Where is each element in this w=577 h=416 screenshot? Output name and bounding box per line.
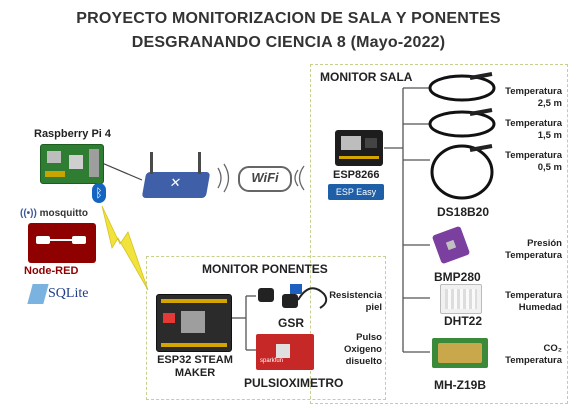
sparkfun-logo: sparkfun — [260, 358, 284, 364]
mosquitto-wave-icon: ((•)) — [20, 208, 37, 219]
monitor-sala-title: MONITOR SALA — [320, 70, 413, 84]
pulsoximeter-label: PULSIOXIMETRO — [244, 376, 344, 390]
raspberry-label: Raspberry Pi 4 — [34, 128, 112, 140]
ds18b20-probe-icon — [428, 110, 496, 138]
ds18b20-label: DS18B20 — [437, 205, 490, 219]
sqlite-label: SQLite — [48, 286, 89, 301]
mosquitto-logo: ((•)) mosquitto — [20, 208, 88, 219]
espeasy-badge: ESP Easy — [328, 184, 384, 200]
esp32-board-icon — [156, 294, 232, 352]
mhz19b-label: MH-Z19B — [434, 378, 487, 392]
router-antenna-icon — [198, 152, 201, 174]
mosquitto-text: mosquitto — [39, 208, 88, 219]
gsr-electrode-icon — [282, 294, 298, 308]
gsr-label: GSR — [278, 316, 305, 330]
monitor-ponentes-title: MONITOR PONENTES — [202, 262, 328, 276]
router-antenna-icon — [150, 152, 153, 174]
mhz19b-sensor-icon — [432, 338, 488, 368]
raspberry-board-icon — [40, 144, 104, 184]
bmp280-label: BMP280 — [434, 270, 481, 284]
monitor-sala-box — [310, 64, 568, 404]
esp8266-label: ESP8266 — [333, 169, 380, 181]
dht22-label: DHT22 — [444, 314, 483, 328]
nodered-logo-icon — [28, 223, 96, 263]
wifi-wave-4 — [298, 165, 305, 191]
dht22-sensor-icon — [440, 284, 482, 314]
title-line-1: PROYECTO MONITORIZACION DE SALA Y PONENT… — [76, 10, 501, 27]
monitor-ponentes-box — [146, 256, 386, 400]
wifi-wave-1 — [217, 167, 222, 189]
wifi-logo-icon: WiFi — [238, 166, 292, 192]
ds18b20-probe-icon — [428, 74, 496, 102]
esp8266-board-icon — [335, 130, 383, 166]
title-line-2: DESGRANANDO CIENCIA 8 (Mayo-2022) — [131, 34, 446, 51]
wifi-wave-2 — [223, 163, 230, 193]
ds18b20-probe-icon — [430, 144, 494, 200]
gsr-electrode-icon — [258, 288, 274, 302]
lightning-bolt-icon — [101, 205, 149, 291]
wifi-logo-text: WiFi — [251, 170, 279, 185]
wifi-wave-3 — [294, 169, 299, 187]
bluetooth-icon: ᛒ — [92, 183, 106, 203]
pulsoximeter-board-icon: sparkfun — [256, 334, 314, 370]
nodered-label: Node-RED — [24, 265, 79, 277]
